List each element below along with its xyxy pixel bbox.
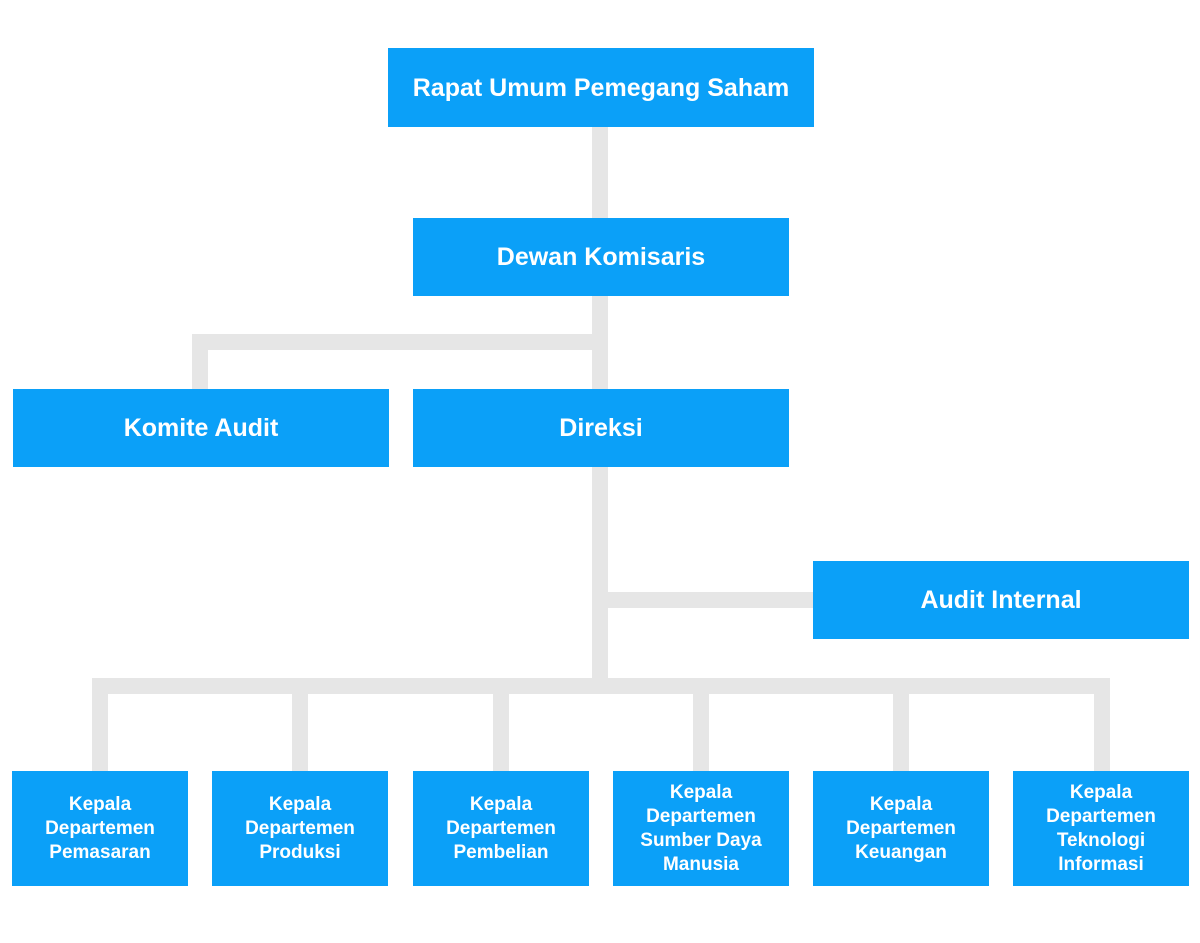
dept-label: Kepala Departemen Produksi	[245, 793, 355, 863]
connector-dept-drop-1	[92, 678, 108, 772]
dept-box-produksi: Kepala Departemen Produksi	[212, 771, 388, 886]
audit-internal-label: Audit Internal	[920, 586, 1082, 614]
connector-direksi-down	[592, 467, 608, 686]
connector-audit-internal	[592, 592, 814, 608]
dept-box-pembelian: Kepala Departemen Pembelian	[413, 771, 589, 886]
connector-komite-drop	[192, 334, 208, 390]
dewan-komisaris-label: Dewan Komisaris	[496, 243, 706, 271]
dept-label: Kepala Departemen Pembelian	[446, 793, 556, 863]
connector-departments-bar	[92, 678, 1110, 694]
direksi-box: Direksi	[413, 389, 789, 467]
dept-box-sdm: Kepala Departemen Sumber Daya Manusia	[613, 771, 789, 886]
connector-dept-drop-3	[493, 678, 509, 772]
dept-label: Kepala Departemen Teknologi Informasi	[1046, 781, 1156, 875]
connector-dept-drop-5	[893, 678, 909, 772]
dept-label: Kepala Departemen Pemasaran	[45, 793, 155, 863]
komite-audit-label: Komite Audit	[123, 414, 279, 442]
connector-rups-dewan	[592, 127, 608, 219]
direksi-label: Direksi	[559, 414, 643, 442]
connector-dept-drop-6	[1094, 678, 1110, 772]
rups-box: Rapat Umum Pemegang Saham	[388, 48, 814, 127]
connector-horizontal-komite	[192, 334, 608, 350]
rups-label: Rapat Umum Pemegang Saham	[412, 73, 790, 102]
dept-box-keuangan: Kepala Departemen Keuangan	[813, 771, 989, 886]
dept-label: Kepala Departemen Sumber Daya Manusia	[640, 781, 762, 875]
dept-box-ti: Kepala Departemen Teknologi Informasi	[1013, 771, 1189, 886]
dewan-komisaris-box: Dewan Komisaris	[413, 218, 789, 296]
connector-dept-drop-2	[292, 678, 308, 772]
dept-label: Kepala Departemen Keuangan	[846, 793, 956, 863]
connector-dept-drop-4	[693, 678, 709, 772]
audit-internal-box: Audit Internal	[813, 561, 1189, 639]
dept-box-pemasaran: Kepala Departemen Pemasaran	[12, 771, 188, 886]
komite-audit-box: Komite Audit	[13, 389, 389, 467]
